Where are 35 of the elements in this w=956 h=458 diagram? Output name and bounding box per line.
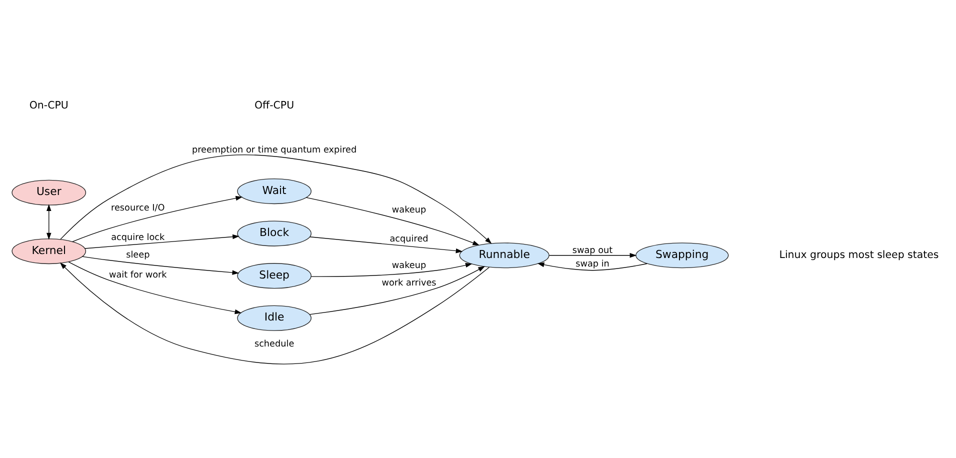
- edge-label: resource I/O: [111, 204, 165, 214]
- arrow: [306, 197, 480, 246]
- edge-label: swap out: [572, 246, 613, 256]
- edge-label: wait for work: [108, 270, 167, 280]
- label: Linux groups most sleep states: [779, 250, 939, 261]
- edge-label: swap in: [576, 260, 610, 270]
- arrow: [310, 262, 472, 277]
- arrow: [309, 266, 486, 315]
- node-ellipse: Sleep: [237, 263, 312, 289]
- node-ellipse: Swapping: [636, 242, 729, 268]
- node-ellipse: Block: [237, 220, 312, 246]
- arrow: [310, 236, 463, 254]
- edge-label: preemption or time quantum expired: [192, 146, 357, 156]
- arrow: [82, 256, 240, 275]
- edge-label: schedule: [254, 339, 294, 350]
- edge-label: acquire lock: [111, 232, 165, 243]
- edge-label: wakeup: [392, 206, 426, 216]
- edge-label: sleep: [126, 250, 150, 261]
- arrow: [60, 262, 490, 364]
- arrow: [84, 234, 240, 249]
- label: On-CPU: [29, 100, 68, 112]
- arrow: [72, 196, 243, 242]
- label: Off-CPU: [254, 100, 294, 112]
- edge-label: acquired: [390, 234, 428, 244]
- node-ellipse: Idle: [237, 305, 312, 331]
- arrow: [46, 204, 52, 240]
- arrow: [60, 154, 492, 244]
- arrow: [68, 262, 242, 314]
- node-ellipse: Wait: [237, 178, 312, 204]
- edge-label: wakeup: [392, 260, 426, 271]
- node-ellipse: Kernel: [12, 238, 86, 264]
- arrow: [548, 252, 637, 258]
- edge-label: work arrives: [382, 278, 436, 289]
- arrow: [537, 262, 648, 271]
- node-ellipse: User: [12, 180, 86, 206]
